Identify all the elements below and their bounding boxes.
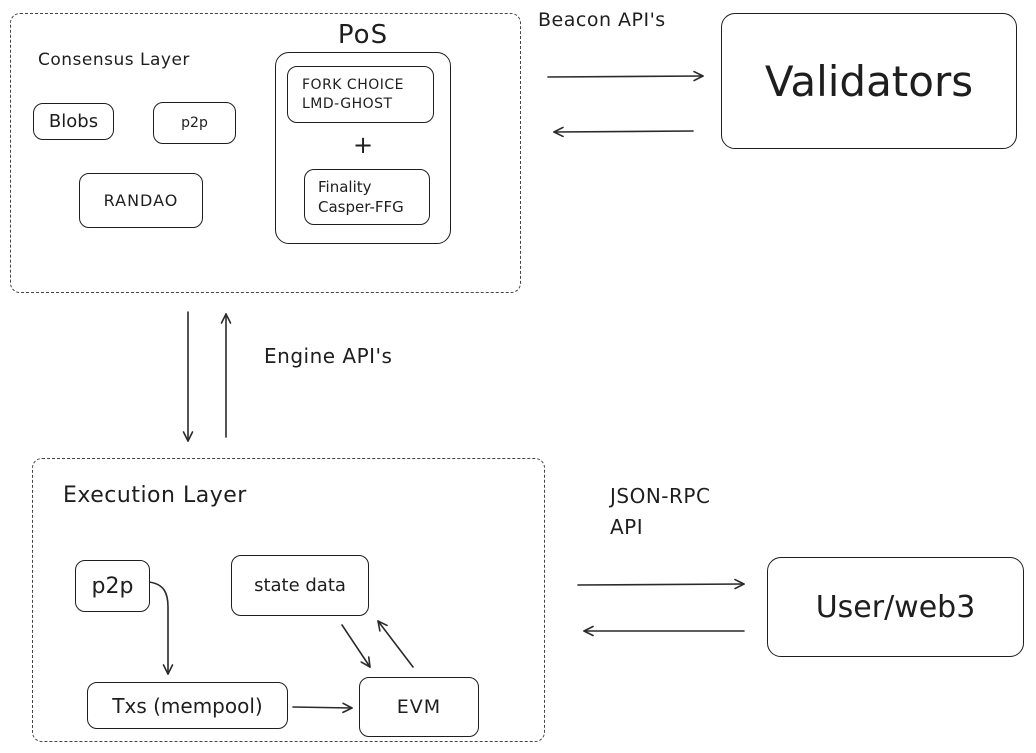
consensus-layer-region: Consensus Layer Blobs p2p RANDAO PoS FOR… xyxy=(10,13,521,293)
json-rpc-line2: API xyxy=(610,515,644,539)
beacon-api-label: Beacon API's xyxy=(538,9,666,31)
beacon-api-right-arrow xyxy=(547,70,704,82)
p2p-consensus-label: p2p xyxy=(181,115,208,131)
jsonrpc-right-arrow xyxy=(577,578,745,590)
fork-choice-node: FORK CHOICE LMD-GHOST xyxy=(287,66,434,123)
consensus-layer-title: Consensus Layer xyxy=(38,50,190,70)
json-rpc-line1: JSON-RPC xyxy=(610,484,711,508)
evm-label: EVM xyxy=(396,696,442,718)
randao-label: RANDAO xyxy=(103,191,179,210)
finality-line2: Casper-FFG xyxy=(318,198,404,216)
finality-line1: Finality xyxy=(318,178,372,196)
fork-choice-line2: LMD-GHOST xyxy=(302,95,393,112)
user-web3-label: User/web3 xyxy=(815,589,976,625)
execution-layer-title: Execution Layer xyxy=(63,483,247,508)
validators-node: Validators xyxy=(721,13,1017,149)
fork-choice-line1: FORK CHOICE xyxy=(302,76,405,93)
json-rpc-api-label: JSON-RPC API xyxy=(610,481,710,543)
p2p-execution-label: p2p xyxy=(91,573,134,599)
blobs-node: Blobs xyxy=(33,103,114,140)
randao-node: RANDAO xyxy=(79,173,203,228)
execution-layer-region: Execution Layer p2p state data Txs (memp… xyxy=(32,458,545,742)
txs-mempool-node: Txs (mempool) xyxy=(87,682,288,729)
user-web3-node: User/web3 xyxy=(767,557,1024,657)
beacon-api-left-arrow xyxy=(553,126,694,138)
state-data-label: state data xyxy=(254,575,346,596)
pos-title: PoS xyxy=(337,20,389,50)
pos-box: FORK CHOICE LMD-GHOST + Finality Casper-… xyxy=(275,52,451,244)
engine-api-label: Engine API's xyxy=(264,344,393,368)
evm-node: EVM xyxy=(359,677,479,737)
finality-node: Finality Casper-FFG xyxy=(304,169,430,225)
plus-sign: + xyxy=(352,131,374,159)
p2p-consensus-node: p2p xyxy=(153,102,236,144)
blobs-label: Blobs xyxy=(48,111,99,132)
validators-label: Validators xyxy=(764,56,974,106)
p2p-execution-node: p2p xyxy=(75,560,150,612)
state-data-node: state data xyxy=(231,555,369,616)
txs-mempool-label: Txs (mempool) xyxy=(112,693,263,718)
